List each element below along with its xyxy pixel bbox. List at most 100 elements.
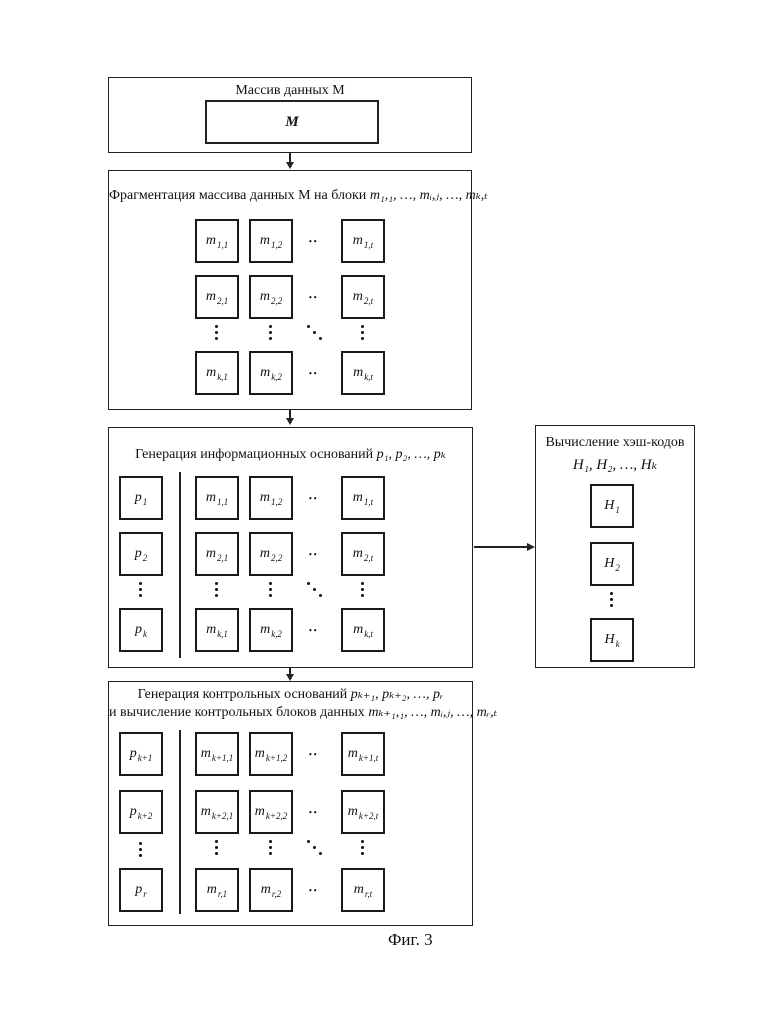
info-block-r2-ct: m2,t xyxy=(341,532,385,576)
hash-title: Вычисление хэш-кодов xyxy=(536,434,694,452)
frag-col2-vdots xyxy=(269,325,273,343)
info-block-r2-c1-base: m xyxy=(206,546,216,562)
hash-block-2-subscript: 2 xyxy=(615,563,620,573)
info-col1-vdots xyxy=(215,582,219,600)
info-block-r1-ct-base: m xyxy=(353,490,363,506)
hash-formula-text: H₁, H₂, …, Hₖ xyxy=(573,457,657,473)
ctrl-block-r2-c2-subscript: k+2,2 xyxy=(266,811,287,821)
info-block-r1-c2-base: m xyxy=(260,490,270,506)
info-block-r1-c1-base: m xyxy=(206,490,216,506)
ctrl-block-r3-c1-subscript: r,1 xyxy=(218,889,227,899)
frag-block-r1-c1-subscript: 1,1 xyxy=(217,240,228,250)
frag-row1-ellipsis: •• xyxy=(309,237,319,246)
frag-block-r3-ct-base: m xyxy=(353,365,363,381)
ctrl-block-r1-c1: mk+1,1 xyxy=(195,732,239,776)
ctrl-block-r1-ct-subscript: k+1,t xyxy=(359,753,378,763)
info-block-r3-ct-subscript: k,t xyxy=(364,629,373,639)
frag-block-r2-ct-subscript: 2,t xyxy=(364,296,373,306)
ctrl-block-r1-ct: mk+1,t xyxy=(341,732,385,776)
ctrl-row2-ellipsis: •• xyxy=(309,808,319,817)
connector-line-hash xyxy=(474,546,528,548)
ctrl-block-r1-ct-base: m xyxy=(348,746,358,762)
ctrl-p-block-1-subscript: k+1 xyxy=(138,753,153,763)
hash-block-3-subscript: k xyxy=(616,639,620,649)
info-bases-title-formula: p₁, p₂, …, pₖ xyxy=(377,447,446,462)
data-array-block-label: M xyxy=(285,114,298,131)
ctrl-row3-ellipsis: •• xyxy=(309,886,319,895)
frag-block-r1-c2-subscript: 1,2 xyxy=(271,240,282,250)
control-bases-separator xyxy=(179,730,181,914)
ctrl-block-r2-ct-base: m xyxy=(348,804,358,820)
frag-block-r2-c1-base: m xyxy=(206,289,216,305)
ctrl-block-r1-c2-subscript: k+1,2 xyxy=(266,753,287,763)
ctrl-block-r1-c1-subscript: k+1,1 xyxy=(212,753,233,763)
hash-block-2-base: H xyxy=(604,556,614,572)
ctrl-block-r3-ct-base: m xyxy=(354,882,364,898)
ctrl-col1-vdots xyxy=(215,840,219,858)
ctrl-p-block-3-base: p xyxy=(135,882,142,898)
info-p-block-1-subscript: 1 xyxy=(143,497,148,507)
info-block-r1-c1: m1,1 xyxy=(195,476,239,520)
info-p-vdots xyxy=(139,582,143,600)
info-colt-vdots xyxy=(361,582,365,600)
info-block-r2-ct-subscript: 2,t xyxy=(364,553,373,563)
ctrl-p-vdots xyxy=(139,842,143,860)
frag-block-r2-ct: m2,t xyxy=(341,275,385,319)
control-bases-title1-text: Генерация контрольных оснований xyxy=(138,687,348,702)
frag-colt-vdots xyxy=(361,325,365,343)
control-bases-title1-formula: pₖ₊₁, pₖ₊₂, …, pᵣ xyxy=(351,687,444,702)
frag-block-r2-c2-subscript: 2,2 xyxy=(271,296,282,306)
frag-block-r1-c1-base: m xyxy=(206,233,216,249)
hash-title-text: Вычисление хэш-кодов xyxy=(545,435,684,450)
ctrl-block-r2-c2-base: m xyxy=(255,804,265,820)
hash-panel: Вычисление хэш-кодов H₁, H₂, …, Hₖ H1H2H… xyxy=(535,425,695,668)
ctrl-p-block-2: pk+2 xyxy=(119,790,163,834)
control-bases-title2-formula: mₖ₊₁,₁, …, mᵢ,ⱼ, …, mᵣ,ₜ xyxy=(368,705,497,720)
ctrl-block-r2-c1-base: m xyxy=(201,804,211,820)
info-block-r3-ct-base: m xyxy=(353,622,363,638)
info-block-r2-c1: m2,1 xyxy=(195,532,239,576)
fragmentation-title-text: Фрагментация массива данных M на блоки xyxy=(109,188,366,203)
info-block-r1-c1-subscript: 1,1 xyxy=(217,497,228,507)
hash-block-1-subscript: 1 xyxy=(615,505,620,515)
frag-block-r3-c1-subscript: k,1 xyxy=(217,372,228,382)
frag-block-r3-c1: mk,1 xyxy=(195,351,239,395)
ctrl-col2-vdots xyxy=(269,840,273,858)
info-p-block-3-subscript: k xyxy=(143,629,147,639)
info-block-r1-c2-subscript: 1,2 xyxy=(271,497,282,507)
info-p-block-1: p1 xyxy=(119,476,163,520)
frag-block-r1-ct-base: m xyxy=(353,233,363,249)
ctrl-block-r3-ct: mr,t xyxy=(341,868,385,912)
control-bases-title-line1: Генерация контрольных оснований pₖ₊₁, pₖ… xyxy=(109,686,472,704)
ctrl-p-block-2-base: p xyxy=(130,804,137,820)
data-array-title: Массив данных M xyxy=(109,82,471,100)
ctrl-p-block-1: pk+1 xyxy=(119,732,163,776)
frag-block-r1-c2-base: m xyxy=(260,233,270,249)
info-block-r3-c2: mk,2 xyxy=(249,608,293,652)
frag-block-r1-ct: m1,t xyxy=(341,219,385,263)
hash-block-3-base: H xyxy=(604,632,614,648)
info-p-block-2-base: p xyxy=(135,546,142,562)
data-array-panel: Массив данных M M xyxy=(108,77,472,153)
info-block-r2-c2-base: m xyxy=(260,546,270,562)
info-p-block-3: pk xyxy=(119,608,163,652)
info-row1-ellipsis: •• xyxy=(309,494,319,503)
frag-block-r1-ct-subscript: 1,t xyxy=(364,240,373,250)
hash-block-3: Hk xyxy=(590,618,634,662)
ctrl-block-r3-c1-base: m xyxy=(207,882,217,898)
ctrl-p-block-3: pr xyxy=(119,868,163,912)
info-p-block-2: p2 xyxy=(119,532,163,576)
connector-arrow-2 xyxy=(286,418,294,425)
figure-caption: Фиг. 3 xyxy=(388,930,433,950)
connector-arrow-3 xyxy=(286,674,294,681)
info-bases-separator xyxy=(179,472,181,658)
fragmentation-panel: Фрагментация массива данных M на блоки m… xyxy=(108,170,472,410)
frag-block-r2-c1-subscript: 2,1 xyxy=(217,296,228,306)
info-block-r1-c2: m1,2 xyxy=(249,476,293,520)
info-p-block-3-base: p xyxy=(135,622,142,638)
frag-block-r1-c1: m1,1 xyxy=(195,219,239,263)
ctrl-p-block-3-subscript: r xyxy=(143,889,147,899)
ctrl-block-r2-ct-subscript: k+2,t xyxy=(359,811,378,821)
info-row2-ellipsis: •• xyxy=(309,550,319,559)
ctrl-block-r2-ct: mk+2,t xyxy=(341,790,385,834)
